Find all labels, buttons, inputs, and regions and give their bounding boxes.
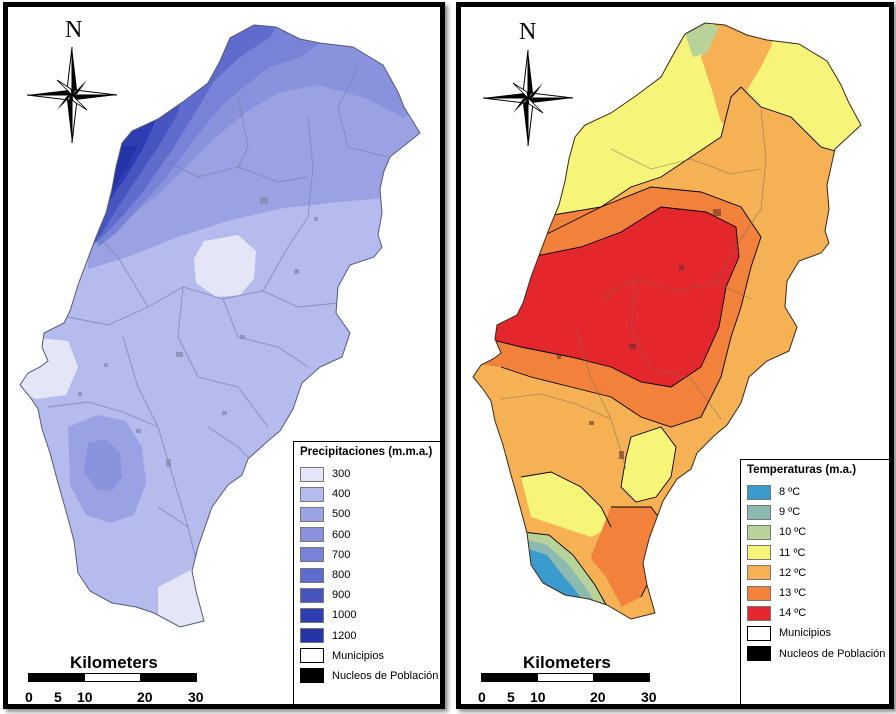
legend-row-municipios: Municipios	[300, 646, 434, 666]
legend-swatch	[747, 585, 771, 601]
legend-row-precipitation-class: 800	[300, 565, 434, 585]
legend-label: 9 ºC	[779, 506, 801, 519]
legend-class-list: 300 400 500 600 700 800 900 1000 1200	[300, 464, 434, 646]
scale-bar	[28, 673, 197, 682]
legend-label: Nucleos de Población	[332, 669, 439, 682]
legend-label: 1000	[332, 609, 357, 622]
compass-rose-icon	[26, 46, 118, 144]
scale-bar	[481, 673, 650, 682]
legend-label: 14 ºC	[779, 607, 807, 620]
legend-row-precipitation-class: 700	[300, 545, 434, 565]
north-label: N	[65, 17, 83, 43]
nucleos-swatch	[300, 668, 324, 684]
scale-tick: 30	[641, 689, 657, 705]
legend-row-precipitation-class: 1200	[300, 626, 434, 646]
scale-tick: 5	[54, 689, 62, 705]
scale-tick: 0	[478, 689, 486, 705]
legend-row-precipitation-class: 900	[300, 585, 434, 605]
scale-tick: 10	[530, 689, 546, 705]
legend-row-temperature-class: 11 ºC	[747, 543, 885, 563]
legend-label: 10 ºC	[779, 526, 807, 539]
legend-row-precipitation-class: 500	[300, 504, 434, 524]
legend-label: 1200	[332, 629, 357, 642]
legend-label: 13 ºC	[779, 587, 807, 600]
legend-swatch	[300, 527, 324, 543]
legend-row-nucleos: Nucleos de Población	[300, 666, 438, 686]
municipios-swatch	[747, 625, 771, 641]
legend-swatch	[300, 628, 324, 644]
scale-tick: 20	[590, 689, 606, 705]
scale-tick: 5	[507, 689, 515, 705]
legend-swatch	[747, 565, 771, 581]
scale-tick: 20	[137, 689, 153, 705]
legend-swatch	[747, 504, 771, 520]
temperature-legend: Temperaturas (m.a.) 8 ºC 9 ºC 10 ºC 11 ºC 12…	[740, 459, 889, 704]
legend-swatch	[747, 605, 771, 621]
legend-row-precipitation-class: 400	[300, 484, 434, 504]
legend-label: 12 ºC	[779, 566, 807, 579]
legend-label: 400	[332, 488, 351, 501]
legend-label: 700	[332, 548, 351, 561]
legend-label: Nucleos de Población	[779, 647, 886, 660]
nucleos-swatch	[747, 646, 771, 662]
scale-tick: 30	[188, 689, 204, 705]
legend-row-temperature-class: 13 ºC	[747, 583, 885, 603]
scale-tick: 10	[77, 689, 93, 705]
legend-row-temperature-class: 9 ºC	[747, 502, 885, 522]
legend-row-precipitation-class: 1000	[300, 605, 434, 625]
legend-row-municipios: Municipios	[747, 623, 885, 643]
legend-swatch	[300, 547, 324, 563]
legend-swatch	[300, 587, 324, 603]
legend-label: Municipios	[332, 649, 384, 662]
legend-label: 600	[332, 528, 351, 541]
temperature-map-panel: N Temperaturas (m.a.) 8 ºC 9 ºC 10 ºC 11 ºC…	[456, 2, 894, 709]
legend-row-temperature-class: 8 ºC	[747, 482, 885, 502]
precipitation-legend: Precipitaciones (m.m.a.) 300 400 500 600 700…	[293, 441, 440, 704]
legend-swatch	[300, 466, 324, 482]
municipios-swatch	[300, 648, 324, 664]
legend-label: 900	[332, 589, 351, 602]
legend-label: Municipios	[779, 627, 831, 640]
legend-row-temperature-class: 10 ºC	[747, 522, 885, 542]
legend-swatch	[747, 484, 771, 500]
legend-row-precipitation-class: 300	[300, 464, 434, 484]
scale-title: Kilometers	[523, 653, 611, 672]
legend-swatch	[300, 607, 324, 623]
scale-tick: 0	[25, 689, 33, 705]
legend-label: 500	[332, 508, 351, 521]
compass-rose-icon	[482, 49, 574, 147]
scale-title: Kilometers	[70, 653, 158, 672]
legend-swatch	[747, 524, 771, 540]
legend-row-precipitation-class: 600	[300, 525, 434, 545]
legend-title: Temperaturas (m.a.)	[747, 464, 857, 476]
legend-row-temperature-class: 14 ºC	[747, 603, 885, 623]
legend-label: 300	[332, 468, 351, 481]
legend-label: 11 ºC	[779, 546, 806, 559]
legend-class-list: 8 ºC 9 ºC 10 ºC 11 ºC 12 ºC 13 ºC 14 ºC	[747, 482, 885, 623]
legend-title: Precipitaciones (m.m.a.)	[300, 446, 433, 458]
legend-swatch	[300, 506, 324, 522]
legend-label: 8 ºC	[779, 486, 801, 499]
legend-swatch	[300, 567, 324, 583]
legend-swatch	[747, 545, 771, 561]
legend-row-temperature-class: 12 ºC	[747, 563, 885, 583]
north-label: N	[519, 19, 537, 45]
legend-row-nucleos: Nucleos de Población	[747, 644, 885, 664]
precipitation-map	[19, 24, 421, 628]
legend-swatch	[300, 486, 324, 502]
legend-label: 800	[332, 569, 351, 582]
